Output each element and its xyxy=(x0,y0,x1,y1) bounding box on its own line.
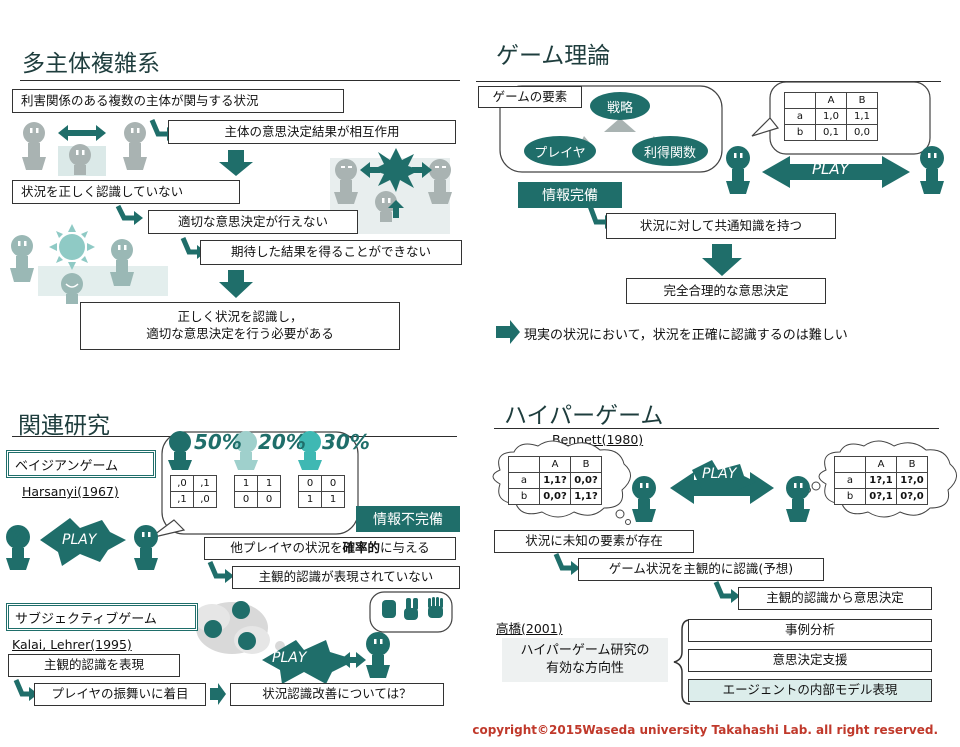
direction-agent-model: エージェントの内部モデル表現 xyxy=(688,679,932,702)
matrix-cell: 1,1? xyxy=(539,472,571,489)
direction-case-analysis: 事例分析 xyxy=(688,619,932,642)
prob-text-bold: 確率的 xyxy=(342,540,380,556)
direction-decision-support: 意思決定支援 xyxy=(688,649,932,672)
subjective-repr-box: 主観的認識を表現 xyxy=(8,654,180,677)
q1-box-interaction: 主体の意思決定結果が相互作用 xyxy=(168,120,456,144)
matrix-cell: 0 xyxy=(257,491,281,508)
info-complete-tag: 情報完備 xyxy=(518,182,622,208)
q1-box-stakeholders: 利害関係のある複数の主体が関与する状況 xyxy=(12,89,344,113)
common-knowledge-box: 状況に対して共通知識を持つ xyxy=(606,213,836,239)
subjective-recognition-box: ゲーム状況を主観的に認識(予想) xyxy=(578,558,824,581)
behavior-focus-box: プレイヤの振舞いに着目 xyxy=(34,683,206,706)
kalai-ref[interactable]: Kalai, Lehrer(1995) xyxy=(12,637,132,652)
matrix-cell: 0,0 xyxy=(846,124,878,141)
q1-box-bad-decision: 適切な意思決定が行えない xyxy=(148,210,358,234)
matrix-cell: a xyxy=(834,472,866,489)
matrix-cell: A xyxy=(865,456,897,473)
q2-title: ゲーム理論 xyxy=(496,43,611,69)
q1-box-conclusion: 正しく状況を認識し， 適切な意思決定を行う必要がある xyxy=(80,302,400,350)
q3-play-label-2: PLAY xyxy=(272,650,307,666)
subjective-not-box: 主観的認識が表現されていない xyxy=(232,566,460,589)
q1-rule xyxy=(20,80,460,81)
rational-decision-box: 完全合理的な意思決定 xyxy=(626,278,826,304)
q2-note: 現実の状況において，状況を正確に認識するのは難しい xyxy=(524,328,848,343)
probabilistic-box: 他プレイヤの状況を確率的に与える xyxy=(204,537,456,560)
matrix-cell: B xyxy=(570,456,602,473)
matrix-cell: 1?,1 xyxy=(865,472,897,489)
q4-rule xyxy=(494,428,939,429)
prob-text-pre: 他プレイヤの状況を xyxy=(230,540,343,556)
matrix-cell: 0?,1 xyxy=(865,488,897,505)
matrix-cell: 0,0? xyxy=(570,472,602,489)
matrix-cell: 0,0? xyxy=(539,488,571,505)
matrix-cell: 1,1? xyxy=(570,488,602,505)
q3-title: 関連研究 xyxy=(18,413,110,439)
q3-play-label: PLAY xyxy=(62,532,97,548)
q1-title: 多主体複雑系 xyxy=(22,51,160,77)
direction-label: ハイパーゲーム研究の 有効な方向性 xyxy=(502,638,668,682)
matrix-cell: 1?,0 xyxy=(896,472,928,489)
matrix-cell xyxy=(508,456,540,473)
strategy-oval: 戦略 xyxy=(590,92,650,120)
copyright-notice: copyright©2015Waseda university Takahash… xyxy=(472,723,938,737)
prob-text-post: に与える xyxy=(380,540,430,556)
unknown-element-box: 状況に未知の要素が存在 xyxy=(494,530,694,553)
question-icon: ? xyxy=(10,524,22,548)
q4-title: ハイパーゲーム xyxy=(504,403,664,429)
q2-rule xyxy=(476,81,941,82)
subjective-game-label: サブジェクティブゲーム xyxy=(6,603,198,631)
probability-30: 30% xyxy=(322,430,370,454)
matrix-cell: 0?,0 xyxy=(896,488,928,505)
improve-question-box: 状況認識改善については？ xyxy=(230,683,444,706)
matrix-cell: A xyxy=(539,456,571,473)
takahashi-ref[interactable]: 高橋(2001) xyxy=(496,621,563,636)
matrix-cell: b xyxy=(508,488,540,505)
matrix-cell: 1 xyxy=(257,475,281,492)
game-elements-label: ゲームの要素 xyxy=(478,86,582,108)
q1-box-misrecognition: 状況を正しく認識していない xyxy=(12,180,240,204)
q4-play-label: PLAY xyxy=(702,466,737,482)
matrix-cell xyxy=(834,456,866,473)
decision-box: 主観的認識から意思決定 xyxy=(738,587,932,610)
matrix-cell: 1 xyxy=(321,491,345,508)
probability-20: 20% xyxy=(258,430,306,454)
q2-play-label: PLAY xyxy=(812,160,849,178)
info-incomplete-tag: 情報不完備 xyxy=(356,506,460,532)
bayes-matrix-1: ,0,1 ,1,0 xyxy=(170,475,217,508)
q1-box-unexpected-result: 期待した結果を得ることができない xyxy=(200,240,462,265)
player-oval: プレイヤ xyxy=(524,136,596,166)
matrix-cell: a xyxy=(508,472,540,489)
harsanyi-ref[interactable]: Harsanyi(1967) xyxy=(22,484,119,499)
bayesian-game-label: ベイジアンゲーム xyxy=(6,450,156,478)
matrix-cell: b xyxy=(834,488,866,505)
matrix-cell: B xyxy=(896,456,928,473)
matrix-cell: ,0 xyxy=(193,491,217,508)
payoff-oval: 利得関数 xyxy=(632,136,708,166)
bg-square xyxy=(38,266,168,296)
probability-50: 50% xyxy=(194,430,242,454)
